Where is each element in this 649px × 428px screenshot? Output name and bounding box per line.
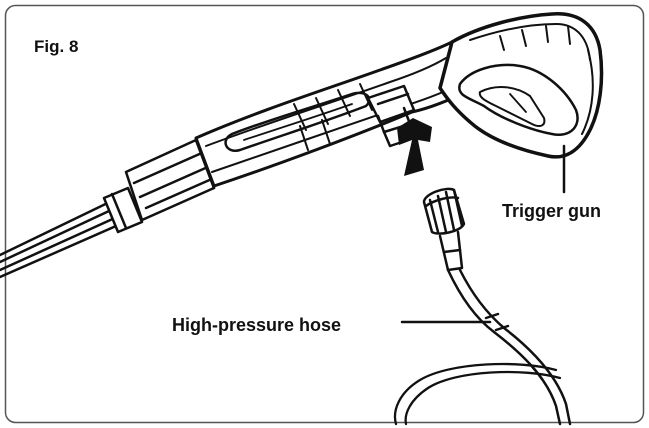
gun-body (194, 40, 472, 188)
arrow-up-left-icon (397, 118, 432, 176)
gun-handle (438, 12, 604, 159)
figure-label: Fig. 8 (34, 37, 79, 56)
trigger-gun-callout: Trigger gun (502, 201, 601, 221)
nozzle-nut (124, 138, 216, 222)
lance-coupling (102, 186, 144, 234)
high-pressure-hose-callout: High-pressure hose (172, 315, 342, 335)
figure-frame (4, 4, 645, 424)
spray-lance (0, 195, 134, 279)
hose-fitting (422, 187, 466, 272)
high-pressure-hose (393, 268, 572, 426)
